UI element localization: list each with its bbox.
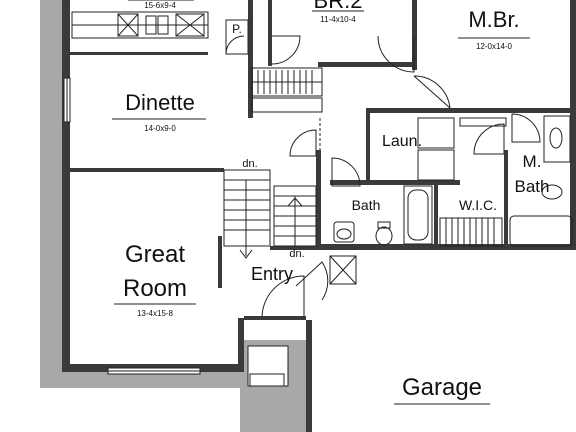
wic-name: W.I.C. [459,197,497,213]
door-mbr [377,35,415,73]
door-garage [295,261,329,301]
wall-bath-east [434,180,438,246]
wall-br2-west [248,0,253,118]
stair-label-upper: dn. [242,158,257,170]
stair-label-lower: dn. [289,248,304,260]
wall-laundry-north [366,108,462,113]
door-mbath [473,123,505,155]
master-bedroom-dim: 12-0x14-0 [476,42,513,51]
great-room-name-line2: Room [123,275,187,302]
entry-name: Entry [251,264,293,284]
wall-entry-north [270,246,318,250]
exterior-shade-left [40,0,62,388]
master-bath-name-line2: Bath [515,177,550,196]
door-mbr-hall [413,75,451,110]
window-porch [249,373,285,387]
door-br2 [271,35,301,65]
master-bath-fixtures [509,115,573,247]
wall-entry-west [238,318,244,372]
wall-wic-east [504,150,508,246]
wall-east-bedroom [570,0,576,246]
pantry-label: P. [232,22,242,36]
dinette-dim: 14-0x9-0 [144,124,176,133]
wall-mbr-west [412,0,417,70]
kitchen-dim: 15-6x9-4 [144,1,176,10]
garage-name: Garage [402,374,482,401]
great-room-dim: 13-4x15-8 [137,309,174,318]
wall-dinette-great [68,168,224,172]
br2-closet [251,67,323,113]
wall-entry-south [244,316,306,320]
wall-mbr-south [462,108,576,113]
br2-name: BR.2 [314,0,363,13]
wall-stair-west [218,236,222,288]
great-room-name-line1: Great [125,241,185,268]
wall-kitchen-south [68,52,208,55]
exterior-shade-bottom [40,372,240,388]
stair-down-secondary [273,185,317,247]
dinette-name: Dinette [125,90,195,115]
pantry [225,19,249,55]
wall-stair-east [316,150,321,246]
bath-name: Bath [352,197,381,213]
door-entry [261,275,305,319]
bath-fixtures [333,185,433,246]
stair-down-main [223,169,271,259]
door-bath [331,157,361,187]
laundry-appliances [417,117,507,181]
wall-garage-west [306,320,312,432]
laundry-name: Laun. [382,133,422,150]
wall-br2-south [318,62,414,67]
br2-dim: 11-4x10-4 [320,15,356,24]
garage-utility-box [329,255,357,285]
wall-bath-north [330,180,460,185]
wall-garage-north [318,244,576,250]
wall-west [62,0,70,366]
wic-shelving [439,217,503,247]
master-bath-name-line1: M. [523,152,542,171]
wall-br2-inner [268,0,272,66]
kitchen-counter [71,11,209,39]
wall-laundry-west [366,108,370,184]
master-bedroom-name: M.Br. [468,7,519,32]
door-hall-stair [289,129,317,157]
door-wic [511,113,541,143]
